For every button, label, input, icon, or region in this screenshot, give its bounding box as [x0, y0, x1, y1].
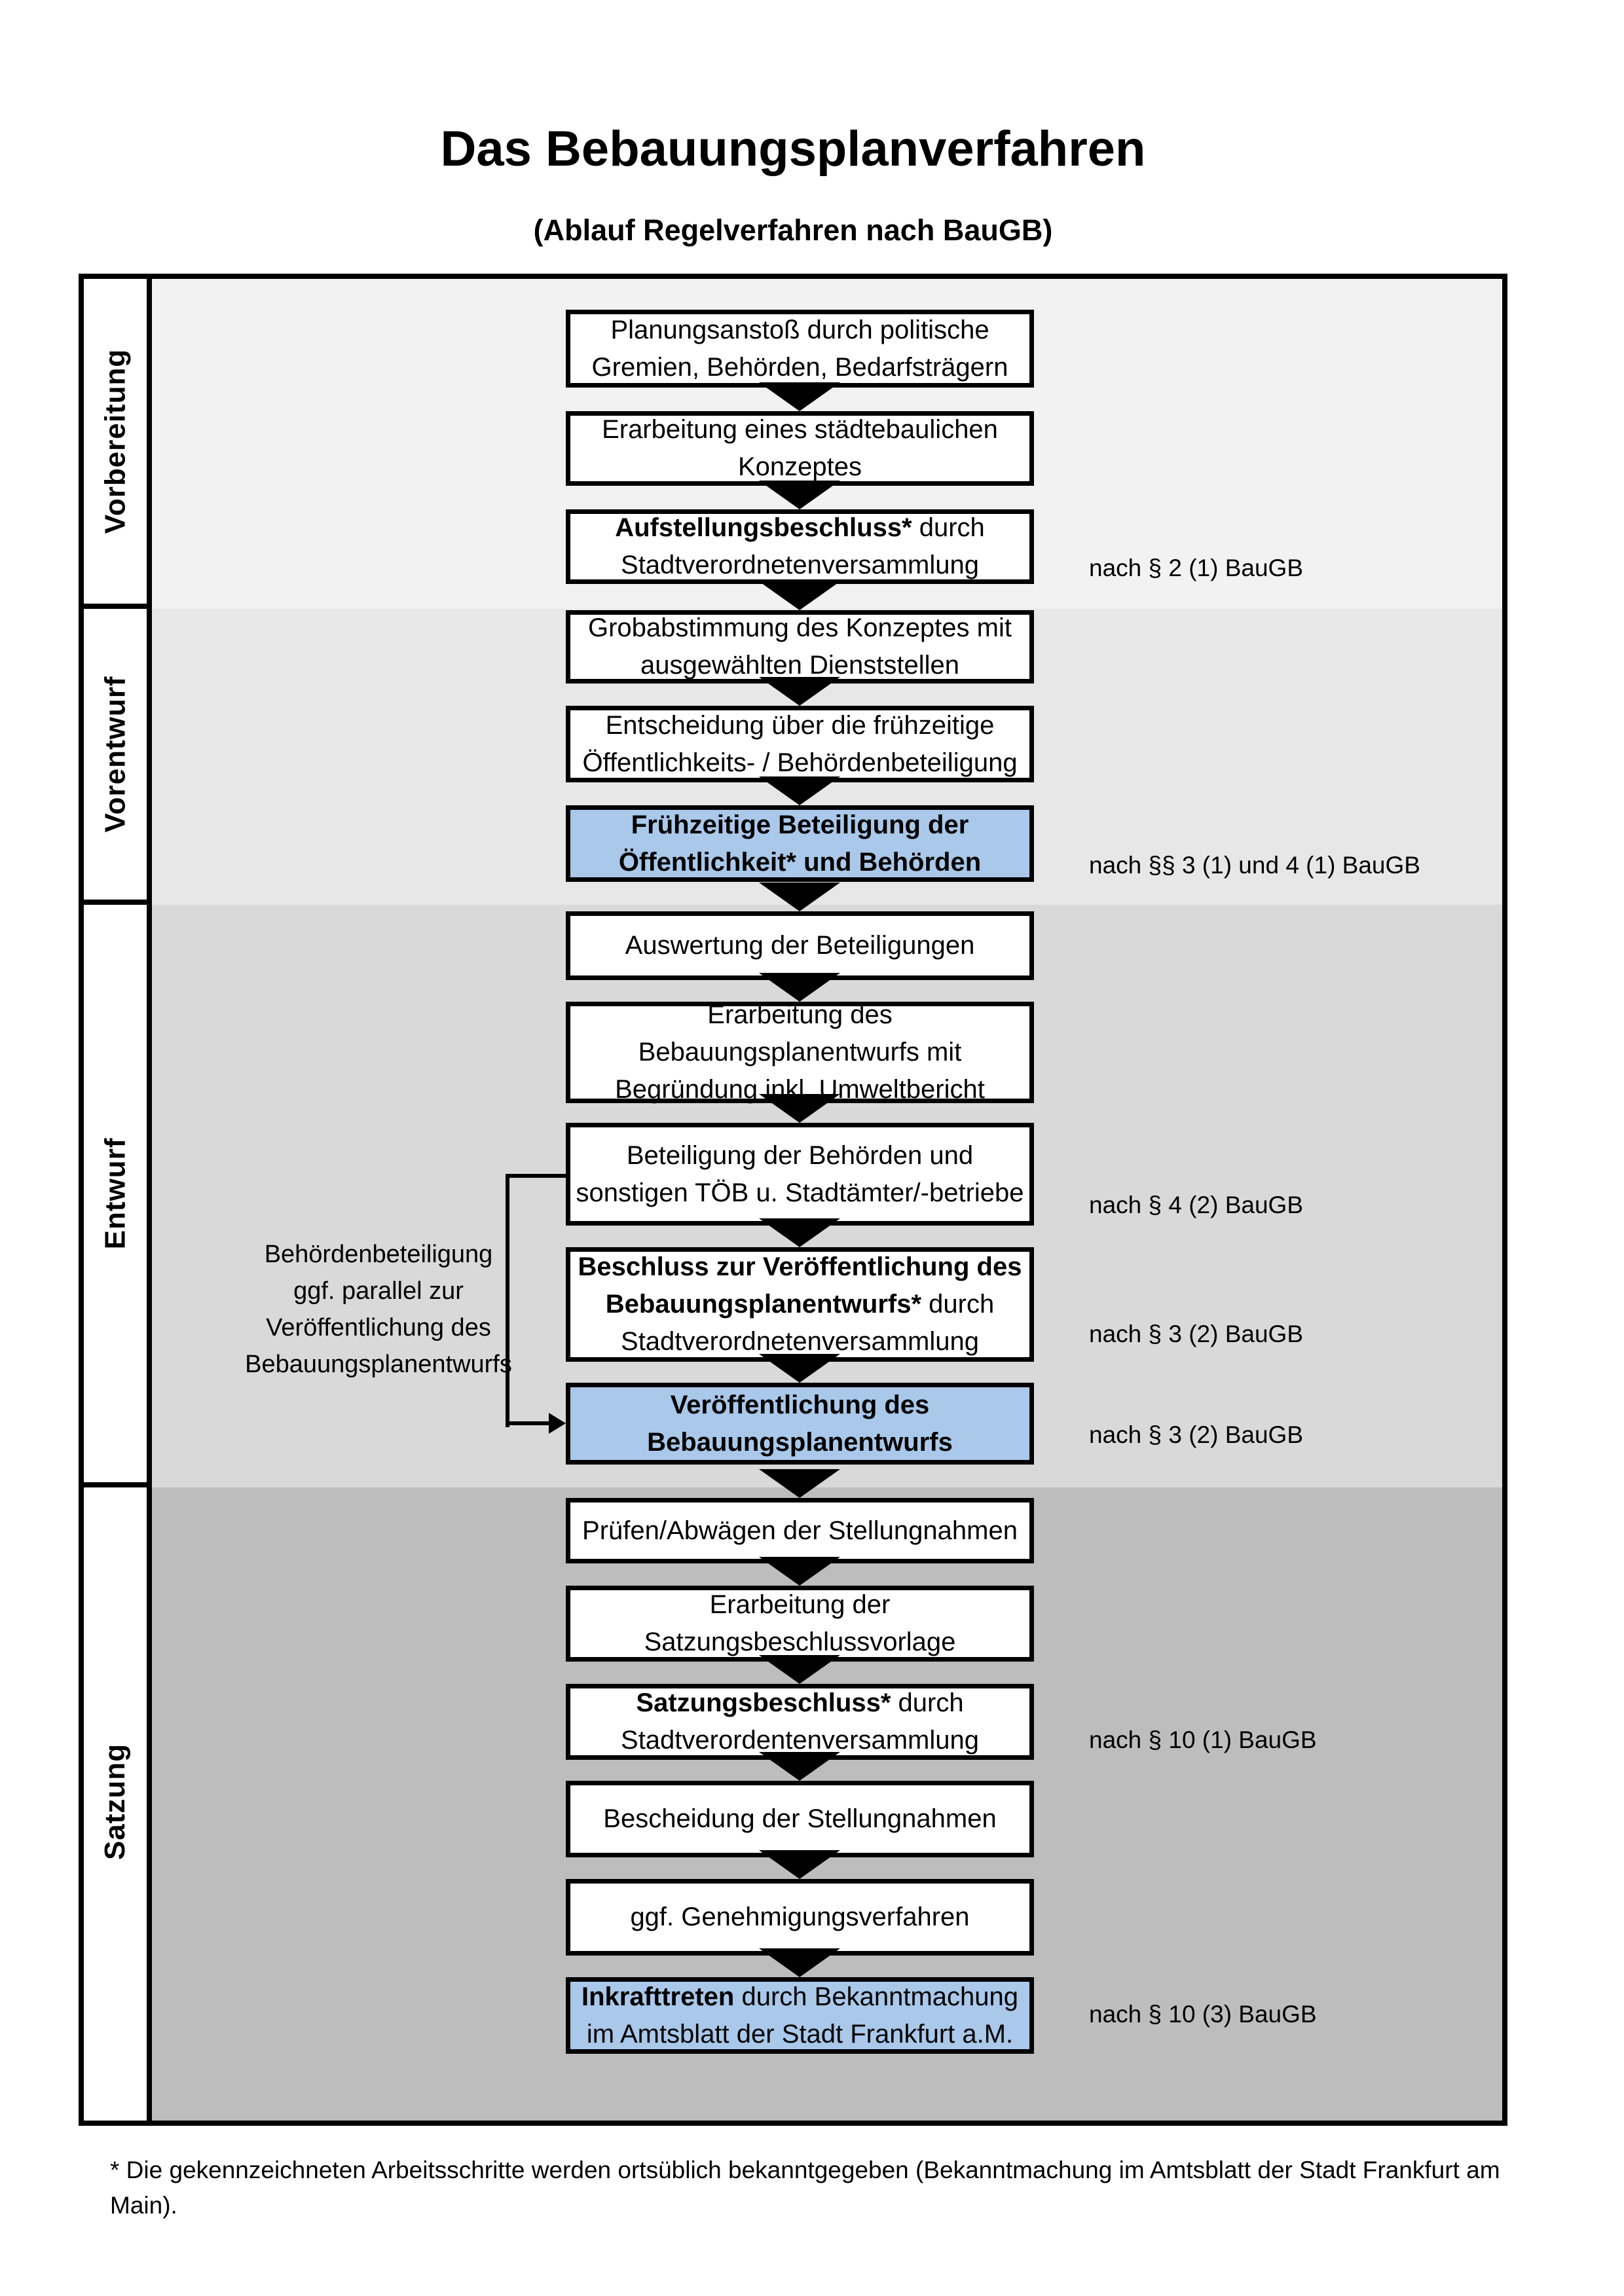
diagram-frame: Vorbereitung Vorentwurf Entwurf Satzung … — [79, 274, 1507, 2126]
flow-step: Inkrafttreten durch Bekanntmachung im Amt… — [566, 1977, 1034, 2054]
flow-step-line: Entscheidung über die frühzeitige — [605, 710, 995, 740]
legal-reference: nach §§ 3 (1) und 4 (1) BauGB — [1089, 852, 1420, 879]
down-arrow-icon — [759, 581, 840, 610]
flow-step-line: Satzungsbeschlussvorlage — [644, 1628, 956, 1656]
down-arrow-icon — [759, 677, 840, 706]
down-arrow-icon — [759, 1850, 840, 1879]
legal-reference: nach § 4 (2) BauGB — [1089, 1192, 1304, 1218]
down-arrow-icon — [759, 776, 840, 805]
page-subtitle: (Ablauf Regelverfahren nach BauGB) — [533, 213, 1053, 247]
down-arrow-icon — [759, 1469, 840, 1498]
down-arrow-icon — [759, 883, 840, 911]
flow-step: Prüfen/Abwägen der Stellungnahmen — [566, 1498, 1034, 1563]
side-note-line: Veröffentlichung des — [266, 1314, 491, 1341]
footnote: * Die gekennzeichneten Arbeitsschritte w… — [110, 2157, 1500, 2219]
flow-step: Bescheidung der Stellungnahmen — [566, 1781, 1034, 1857]
down-arrow-icon — [759, 1094, 840, 1123]
flow-step-line: Beschluss zur Veröffentlichung des — [578, 1252, 1022, 1281]
flow-step-line: Bebauungsplanentwurfs mit — [638, 1038, 962, 1066]
down-arrow-icon — [759, 382, 840, 411]
flow-step-line: Grobabstimmung des Konzeptes mit — [588, 613, 1012, 642]
flow-step-line: Erarbeitung eines städtebaulichen — [602, 415, 998, 444]
legal-reference: nach § 3 (2) BauGB — [1089, 1321, 1304, 1347]
flow-step-line: ausgewählten Dienststellen — [640, 651, 959, 680]
flow-column: Behördenbeteiligung ggf. parallel zur Ve… — [84, 279, 1502, 2121]
down-arrow-icon — [759, 481, 840, 509]
flow-step-line: Stadtverordnetenversammlung — [621, 1327, 979, 1356]
legal-reference: nach § 3 (2) BauGB — [1089, 1421, 1304, 1448]
legal-reference: nach § 10 (3) BauGB — [1089, 2001, 1317, 2028]
down-arrow-icon — [759, 1655, 840, 1684]
flow-step-line: Inkrafttreten durch Bekanntmachung — [581, 1982, 1018, 2011]
phase-label-vorentwurf: Vorentwurf — [84, 609, 147, 905]
legal-reference: nach § 10 (1) BauGB — [1089, 1726, 1317, 1753]
down-arrow-icon — [759, 1354, 840, 1383]
flow-step-line: Öffentlichkeit* und Behörden — [618, 847, 982, 877]
flow-step-line: Prüfen/Abwägen der Stellungnahmen — [582, 1516, 1018, 1545]
flow-step-line: Erarbeitung des — [707, 1000, 893, 1029]
down-arrow-icon — [759, 1557, 840, 1586]
page-title: Das Bebauungsplanverfahren — [440, 121, 1146, 177]
down-arrow-icon — [759, 1948, 840, 1977]
bracket-arrow-icon — [549, 1413, 566, 1434]
bracket-line — [506, 1174, 509, 1427]
bracket-line — [506, 1421, 550, 1425]
down-arrow-icon — [759, 1218, 840, 1247]
flow-step: Auswertung der Beteiligungen — [566, 911, 1034, 980]
flow-step-line: Aufstellungsbeschluss* durch — [615, 513, 985, 542]
flow-step-line: Öffentlichkeits- / Behördenbeteiligung — [582, 748, 1018, 777]
flow-step-line: Erarbeitung der — [709, 1590, 891, 1619]
flow-step: Beteiligung der Behörden und sonstigen TÖ… — [566, 1123, 1034, 1226]
flow-step-line: ggf. Genehmigungsverfahren — [630, 1903, 970, 1931]
flow-step-line: Bescheidung der Stellungnahmen — [603, 1804, 997, 1833]
flow-step-line: Konzeptes — [737, 452, 862, 481]
flow-step-line: Auswertung der Beteiligungen — [625, 931, 975, 960]
flow-step-line: Planungsanstoß durch politische — [610, 315, 989, 344]
flow-step-line: Beteiligung der Behörden und — [626, 1140, 974, 1170]
flow-step-line: im Amtsblatt der Stadt Frankfurt a.M. — [586, 2019, 1014, 2049]
flow-step: ggf. Genehmigungsverfahren — [566, 1879, 1034, 1956]
down-arrow-icon — [759, 1752, 840, 1781]
flow-step-line: Bebauungsplanentwurfs — [647, 1427, 953, 1457]
flow-step-line: Stadtverordnetenversammlung — [621, 551, 979, 579]
down-arrow-icon — [759, 973, 840, 1002]
side-note-line: ggf. parallel zur — [293, 1277, 464, 1305]
flow-step-line: Veröffentlichung des — [670, 1390, 930, 1419]
side-note-line: Behördenbeteiligung — [264, 1241, 493, 1268]
legal-reference: nach § 2 (1) BauGB — [1089, 555, 1304, 581]
flow-step-line: Gremien, Behörden, Bedarfsträgern — [591, 352, 1008, 382]
side-note: Behördenbeteiligung ggf. parallel zur Ve… — [202, 1236, 555, 1383]
flow-step-line: sonstigen TÖB u. Stadtämter/-betriebe — [576, 1178, 1024, 1207]
flow-step: Grobabstimmung des Konzeptes mit ausgewäh… — [566, 610, 1034, 683]
bracket-line — [506, 1174, 566, 1178]
flow-step-line: Satzungsbeschluss* durch — [636, 1688, 964, 1717]
flow-step-line: Bebauungsplanentwurfs* durch — [605, 1290, 995, 1319]
phase-label-entwurf: Entwurf — [84, 905, 147, 1487]
flow-step-line: Frühzeitige Beteiligung der — [631, 810, 969, 839]
phase-label-column: Vorbereitung Vorentwurf Entwurf Satzung — [84, 279, 152, 2121]
side-note-line: Bebauungsplanentwurfs — [245, 1351, 512, 1378]
phase-label-vorbereitung: Vorbereitung — [84, 279, 147, 609]
flow-step-line: Stadtverordentenversammlung — [621, 1726, 979, 1755]
